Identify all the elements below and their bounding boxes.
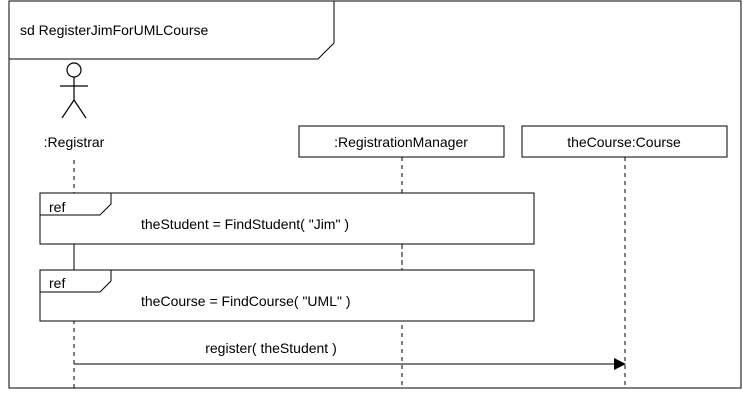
interaction-use-find-student: ref theStudent = FindStudent( "Jim" ) xyxy=(39,192,535,245)
ref-tag: ref xyxy=(49,199,65,215)
interaction-use-text: theStudent = FindStudent( "Jim" ) xyxy=(141,216,349,232)
diagram-frame xyxy=(8,0,742,389)
the-course-head xyxy=(521,125,728,158)
interaction-use-find-course: ref theCourse = FindCourse( "UML" ) xyxy=(39,269,535,322)
frame-label-tab xyxy=(9,1,335,60)
message-register: register( theStudent ) xyxy=(74,340,626,370)
message-label: register( theStudent ) xyxy=(205,340,337,356)
the-course-label: theCourse:Course xyxy=(567,134,681,150)
registrar-label: :Registrar xyxy=(44,134,105,150)
registration-manager-label: :RegistrationManager xyxy=(334,134,468,150)
arrowhead-icon xyxy=(614,358,626,370)
registration-manager-head xyxy=(298,125,505,158)
lifeline-gaps xyxy=(73,244,403,270)
ref-tag: ref xyxy=(49,275,65,291)
frame-label: sd RegisterJimForUMLCourse xyxy=(20,22,208,38)
stick-figure-icon xyxy=(60,62,88,119)
interaction-use-text: theCourse = FindCourse( "UML" ) xyxy=(141,293,351,309)
